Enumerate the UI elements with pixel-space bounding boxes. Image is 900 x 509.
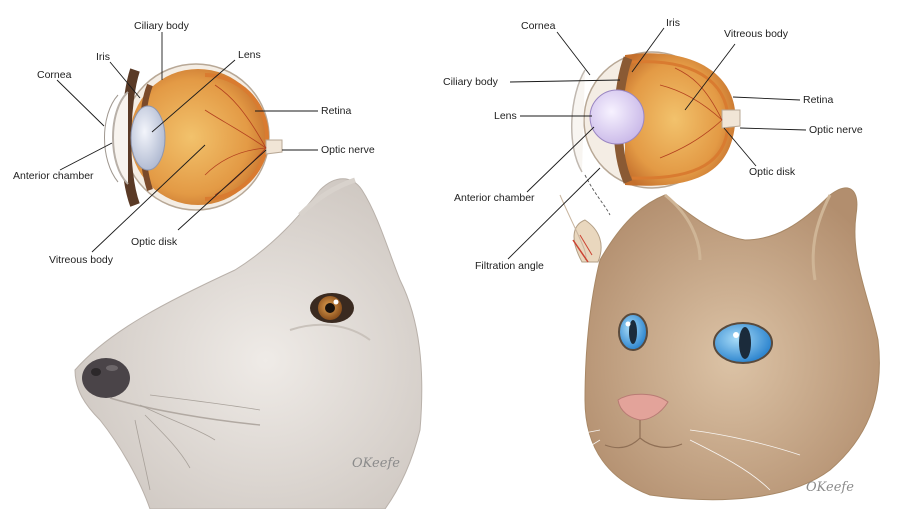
cat-label-retina: Retina	[803, 94, 834, 106]
cat-artist-signature: OKeefe	[806, 480, 854, 495]
dog-artist-signature: OKeefe	[352, 456, 400, 471]
dog-label-cornea: Cornea	[37, 69, 72, 81]
cat-eye-cross-section	[559, 51, 741, 263]
cat-label-filtration-angle: Filtration angle	[475, 260, 544, 272]
dog-label-anterior-chamber: Anterior chamber	[13, 170, 94, 182]
cat-label-ciliary-body: Ciliary body	[443, 76, 498, 88]
dog-head-drawing	[74, 177, 423, 509]
dog-eye-leader-lines	[56, 32, 318, 253]
dog-nose	[82, 358, 130, 398]
cat-label-cornea: Cornea	[521, 20, 556, 32]
dog-label-iris: Iris	[96, 51, 110, 63]
dog-eye-cross-section	[104, 63, 283, 211]
dog-label-optic-disk: Optic disk	[131, 236, 178, 248]
dog-label-vitreous-body: Vitreous body	[49, 254, 114, 266]
cat-eye-leader-lines	[507, 27, 807, 260]
cat-label-optic-disk: Optic disk	[749, 166, 796, 178]
cat-label-optic-nerve: Optic nerve	[809, 124, 863, 136]
dog-label-lens: Lens	[238, 49, 261, 61]
cat-label-anterior-chamber: Anterior chamber	[454, 192, 535, 204]
cat-nose	[617, 393, 669, 421]
cat-label-iris: Iris	[666, 17, 680, 29]
cat-label-vitreous-body: Vitreous body	[724, 28, 789, 40]
cat-label-lens: Lens	[494, 110, 517, 122]
dog-label-retina: Retina	[321, 105, 352, 117]
dog-label-optic-nerve: Optic nerve	[321, 144, 375, 156]
dog-label-ciliary-body: Ciliary body	[134, 20, 189, 32]
cat-head-drawing	[519, 187, 880, 501]
